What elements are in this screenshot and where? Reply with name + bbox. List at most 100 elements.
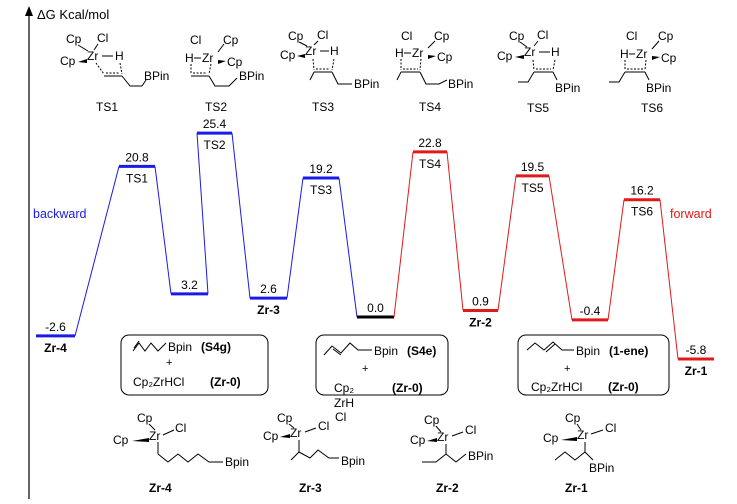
state-label-ts4: TS4 <box>419 157 441 171</box>
ts5-bpin: BPin <box>555 81 580 95</box>
zr2-title: Zr-2 <box>436 481 459 495</box>
connector-s0-ts4 <box>393 151 414 318</box>
box2-reagent-a: Cp₂ <box>334 381 354 395</box>
zr4-cp-left: Cp <box>113 433 129 447</box>
connector-ts2-zr-3 <box>231 133 251 299</box>
ts1-title: TS1 <box>96 100 118 114</box>
energy-label-ts5: 19.5 <box>521 160 545 174</box>
y-axis-label: ΔG Kcal/mol <box>37 7 109 22</box>
box1-ref: (Zr-0) <box>210 375 241 389</box>
ts1-structure: Cp Cl Cp Zr H BPin TS1 <box>60 31 169 114</box>
energy-label-s0: 0.0 <box>367 301 384 315</box>
box2-plus: + <box>362 363 368 375</box>
box2-reagent-c: Cl <box>335 410 346 424</box>
zr3-cp-left: Cp <box>263 429 279 443</box>
ts2-structure: Cl H Zr Cp Cp BPin TS2 <box>185 33 264 114</box>
ts4-cl: Cl <box>401 29 412 43</box>
ts1-zr: Zr <box>87 49 98 63</box>
state-label-zr-1: Zr-1 <box>685 364 708 378</box>
ts6-cp-top: Cp <box>658 29 674 43</box>
connector-ts3-s0 <box>338 177 358 318</box>
state-label-zr-3: Zr-3 <box>257 303 280 317</box>
reactant-box-s4e: Bpin (S4e) + Cp₂ (Zr-0) <box>315 334 449 396</box>
connector-zr-4-ts1 <box>74 166 120 336</box>
zr3-cp-top: Cp <box>277 411 293 425</box>
ts1-h: H <box>115 49 124 63</box>
zr3-title: Zr-3 <box>299 481 322 495</box>
ts6-bpin: BPin <box>646 81 671 95</box>
zr4-bpin: Bpin <box>225 455 249 469</box>
energy-label-i2: -0.4 <box>580 304 601 318</box>
connector-zr-3-ts3 <box>286 177 304 299</box>
zr2-zr: Zr <box>437 430 448 444</box>
ts3-cl: Cl <box>317 28 328 42</box>
box3-ref: (Zr-0) <box>608 380 639 394</box>
state-label-ts5: TS5 <box>521 181 543 195</box>
connector-ts4-zr-2 <box>446 151 464 311</box>
ts3-structure: Cp Cl Cp Zr H BPin TS3 <box>280 28 379 114</box>
connector-ts5-i2 <box>548 175 573 320</box>
zr1-cp-left: Cp <box>543 431 559 445</box>
box1-bpin: Bpin <box>168 340 192 354</box>
ts4-title: TS4 <box>419 100 441 114</box>
zr4-zr: Zr <box>149 429 160 443</box>
zr3-bpin: Bpin <box>341 454 365 468</box>
state-label-ts6: TS6 <box>631 205 653 219</box>
y-axis-arrow-icon <box>25 6 33 16</box>
box2-bpin: Bpin <box>374 344 398 358</box>
ts6-structure: Cl Cp H Zr Cp BPin TS6 <box>609 29 677 115</box>
reactant-box-1-ene: Bpin (1-ene) + Cp₂ZrHCl (Zr-0) <box>517 334 670 396</box>
ts4-bpin: BPin <box>448 77 473 91</box>
ts5-cl: Cl <box>537 28 548 42</box>
ts2-title: TS2 <box>205 100 227 114</box>
ts4-cp-top: Cp <box>434 29 450 43</box>
zr3-cl: Cl <box>318 419 329 433</box>
energy-label-ts6: 16.2 <box>630 184 654 198</box>
connector-zr-2-ts5 <box>497 175 517 311</box>
ts2-zr: Zr <box>202 51 213 65</box>
state-label-ts3: TS3 <box>310 183 332 197</box>
ts5-cp-left: Cp <box>497 49 513 63</box>
ts6-cl: Cl <box>626 29 637 43</box>
ts-structures: Cp Cl Cp Zr H BPin TS1 Cl H Zr Cp Cp <box>60 28 677 115</box>
ts4-structure: Cl Cp H Zr Cp BPin TS4 <box>395 29 473 114</box>
ts2-cp-right: Cp <box>227 55 243 69</box>
state-label-zr-4: Zr-4 <box>44 341 67 355</box>
state-label-zr-2: Zr-2 <box>469 315 492 329</box>
ts6-cp-right: Cp <box>661 51 677 65</box>
zr4-cp-top: Cp <box>137 411 153 425</box>
energy-label-ts4: 22.8 <box>418 136 442 150</box>
connector-i1-ts2 <box>196 133 209 294</box>
ts3-title: TS3 <box>312 100 334 114</box>
energy-label-ts1: 20.8 <box>125 150 149 164</box>
ts1-bpin: BPin <box>144 69 169 83</box>
box2-reagent-b: ZrH <box>334 396 354 410</box>
ts1-cl: Cl <box>97 31 108 45</box>
reactant-box-s4g: Bpin (S4g) + Cp₂ZrHCl (Zr-0) <box>120 334 269 396</box>
box1-tag: (S4g) <box>201 340 231 354</box>
box2-ref: (Zr-0) <box>392 381 423 395</box>
box3-bpin: Bpin <box>576 344 600 358</box>
zr2-bpin: BPin <box>468 449 493 463</box>
energy-label-ts3: 19.2 <box>309 162 333 176</box>
zr2-structure: Cp Cp Zr Cl BPin Zr-2 <box>410 413 493 495</box>
box3-reagent: Cp₂ZrHCl <box>531 380 582 394</box>
energy-label-zr-1: -5.8 <box>686 343 707 357</box>
box3-plus: + <box>564 363 570 375</box>
energy-label-zr-3: 2.6 <box>260 282 277 296</box>
connector-ts1-i1 <box>154 166 172 294</box>
energy-label-i1: 3.2 <box>181 278 198 292</box>
box3-tag: (1-ene) <box>609 344 648 358</box>
energy-profile: -2.6Zr-420.8TS13.225.4TS22.6Zr-319.2TS30… <box>36 117 714 378</box>
zr4-structure: Cp Cp Zr Cl Bpin Zr-4 <box>113 411 249 495</box>
ts3-cp-top: Cp <box>288 29 304 43</box>
ts6-h: H <box>620 47 629 61</box>
zr1-structure: Cp Cp Zr Cl BPin Zr-1 <box>543 411 616 495</box>
ts5-h: H <box>551 45 560 59</box>
ts1-cp-top: Cp <box>66 32 82 46</box>
connector-ts6-zr-1 <box>659 199 679 360</box>
ts2-cl: Cl <box>190 33 201 47</box>
box1-plus: + <box>166 357 172 369</box>
state-label-ts2: TS2 <box>203 138 225 152</box>
